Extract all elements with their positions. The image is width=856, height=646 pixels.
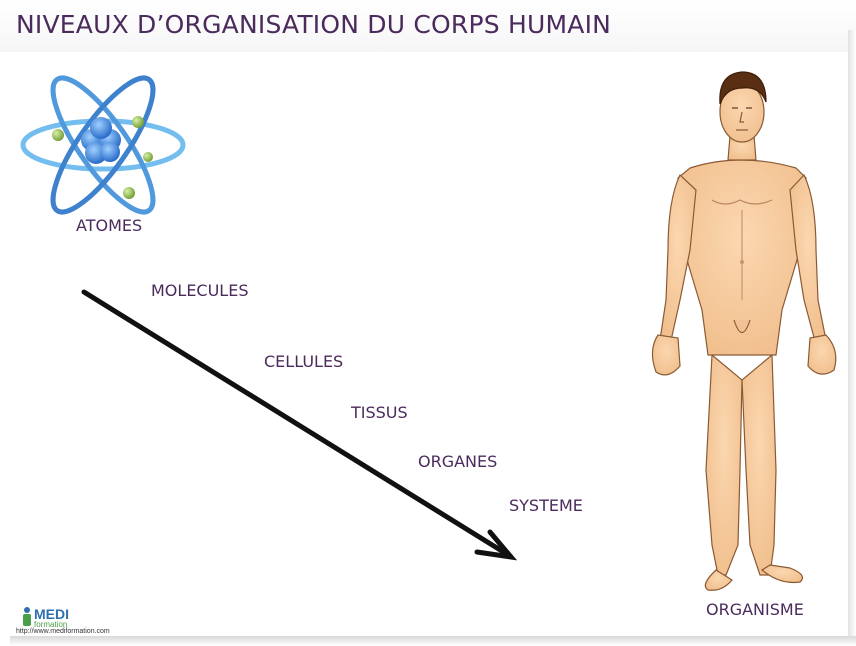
label-molecules: MOLECULES bbox=[151, 281, 248, 300]
logo-figure-icon bbox=[20, 606, 34, 628]
label-cellules: CELLULES bbox=[264, 352, 343, 371]
label-tissus: TISSUS bbox=[351, 403, 408, 422]
label-organisme: ORGANISME bbox=[706, 600, 804, 619]
slide-shadow-bottom bbox=[10, 636, 856, 646]
label-atomes: ATOMES bbox=[76, 216, 142, 235]
human-body-illustration bbox=[652, 72, 835, 590]
label-systeme: SYSTEME bbox=[509, 496, 583, 515]
progression-arrow bbox=[84, 292, 511, 557]
slide-shadow-right bbox=[848, 30, 856, 640]
logo-url: http://www.mediformation.com bbox=[16, 628, 110, 635]
label-organes: ORGANES bbox=[418, 452, 497, 471]
